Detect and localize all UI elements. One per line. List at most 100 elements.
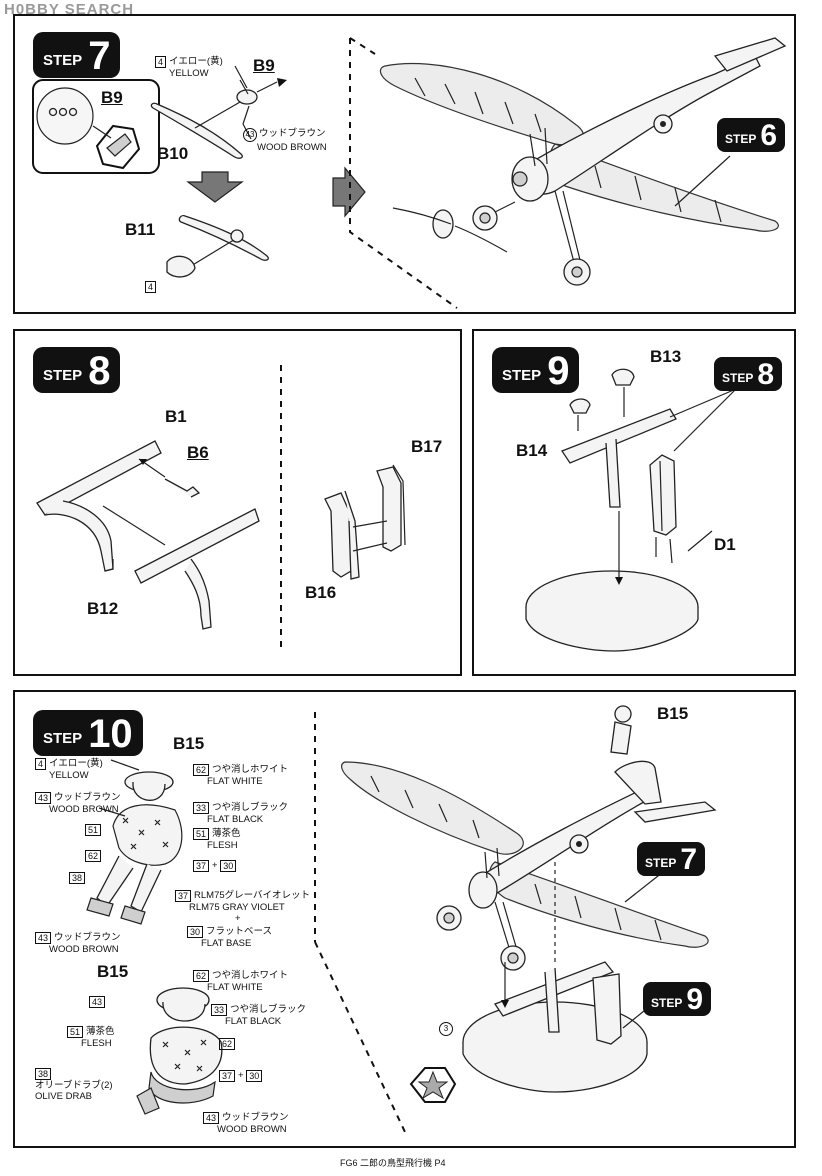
part-label-b12: B12 [87,599,119,618]
paint-name-jp: ウッドブラウン [222,1112,289,1123]
part-label-d1: D1 [714,535,736,554]
part-label-b11: B11 [125,220,156,239]
paint-code: 37 [193,860,210,872]
paint-code: 51 [85,824,102,836]
paint-name-jp: RLM75グレーバイオレット [194,890,311,901]
paint-code: 62 [219,1038,236,1050]
paint-code: 30 [246,1070,263,1082]
paint-code: 4 [145,281,157,293]
paint-name-en: WOOD BROWN [217,1124,287,1135]
paint-name-en: RLM75 GRAY VIOLET [189,902,285,913]
paint-name-en: FLAT BASE [201,938,252,949]
paint-code: 51 [67,1026,84,1038]
paint-code: 43 [203,1112,220,1124]
paint-code: 43 [89,996,106,1008]
paint-note-b11: 4 [145,281,159,293]
paint-name-en: FLAT WHITE [207,982,263,993]
paint-name-jp: つや消しブラック [212,802,289,813]
part-label-b13: B13 [650,347,682,366]
plus-sign: + [238,1070,244,1081]
paint-name-en: WOOD BROWN [49,804,119,815]
step8-artwork [36,365,406,653]
step7-ref-badge: STEP 7 [637,842,706,876]
part-label-b15-front: B15 [173,734,205,753]
step9-ref-badge: STEP 9 [643,982,712,1016]
paint-name-en: YELLOW [49,770,89,781]
paint-code: 30 [187,926,204,938]
step-number: 10 [88,712,133,756]
ref-number: 8 [757,358,775,391]
page-footer: FG6 二郎の鳥型飛行機 P4 [340,1158,446,1168]
paint-note-back-43: 43 [89,996,108,1008]
paint-code: 33 [193,802,210,814]
part-label-b6: B6 [187,443,209,462]
paint-name-jp: つや消しブラック [230,1004,307,1015]
plus-sign: + [235,913,241,924]
paint-name-en: FLESH [207,840,238,851]
step-word: STEP [502,367,542,384]
step9-artwork [525,368,737,652]
paint-note-back-mix: 37+ 30 [219,1070,265,1082]
step-word: STEP [43,367,83,384]
plus-sign: + [212,860,218,871]
step-word: STEP [43,730,83,747]
paint-note-back-olive-drab: 38 オリーブドラブ(2) OLIVE DRAB [35,1068,113,1102]
callout-51: 51 [85,824,104,836]
paint-code: 38 [69,872,86,884]
paint-code: 43 [35,792,52,804]
paint-name-en: YELLOW [169,68,209,79]
paint-note-back-62: 62 [219,1038,238,1050]
step8-ref-badge: STEP 8 [714,357,783,391]
paint-code: 33 [211,1004,228,1016]
paint-code: 62 [85,850,102,862]
part-label-b17: B17 [411,437,443,456]
paint-name-en: FLESH [81,1038,112,1049]
step8-badge: STEP 8 [33,347,121,393]
paint-name-en: OLIVE DRAB [35,1091,93,1102]
ref-number: 6 [760,119,778,152]
part-label-b14: B14 [516,441,548,460]
ref-number: 7 [680,843,698,876]
paint-name-jp: つや消しホワイト [212,970,289,981]
ref-word: STEP [645,856,677,870]
callout-38: 38 [69,872,88,884]
part-label-b1: B1 [165,407,187,426]
ref-word: STEP [722,371,754,385]
ref-number: 9 [686,983,704,1016]
watermark: H0BBY SEARCH [4,1,135,18]
paint-code: 37 [219,1070,236,1082]
part-label-b16: B16 [305,583,337,602]
ref-word: STEP [651,996,683,1010]
paint-code: 62 [193,764,210,776]
step10-badge: STEP 10 [33,710,143,756]
step10-artwork [86,705,717,1133]
step-number: 8 [88,349,111,393]
decal-callout: 3 [439,1022,455,1036]
ref-word: STEP [725,132,757,146]
step-word: STEP [43,52,83,69]
paint-code: 4 [35,758,47,770]
paint-name-jp: ウッドブラウン [54,792,121,803]
paint-name-jp: イエロー(黄) [169,56,223,67]
paint-name-en: FLAT BLACK [207,814,264,825]
paint-name-en: WOOD BROWN [257,142,327,153]
paint-code: 4 [155,56,167,68]
paint-name-jp: ウッドブラウン [54,932,121,943]
step6-ref-badge: STEP 6 [717,118,786,152]
paint-code: 62 [193,970,210,982]
paint-name-jp: フラットベース [206,926,273,937]
paint-name-jp: つや消しホワイト [212,764,289,775]
paint-name-jp: イエロー(黄) [49,758,103,769]
step7-badge: STEP 7 [33,32,121,78]
step9-badge: STEP 9 [492,347,580,393]
